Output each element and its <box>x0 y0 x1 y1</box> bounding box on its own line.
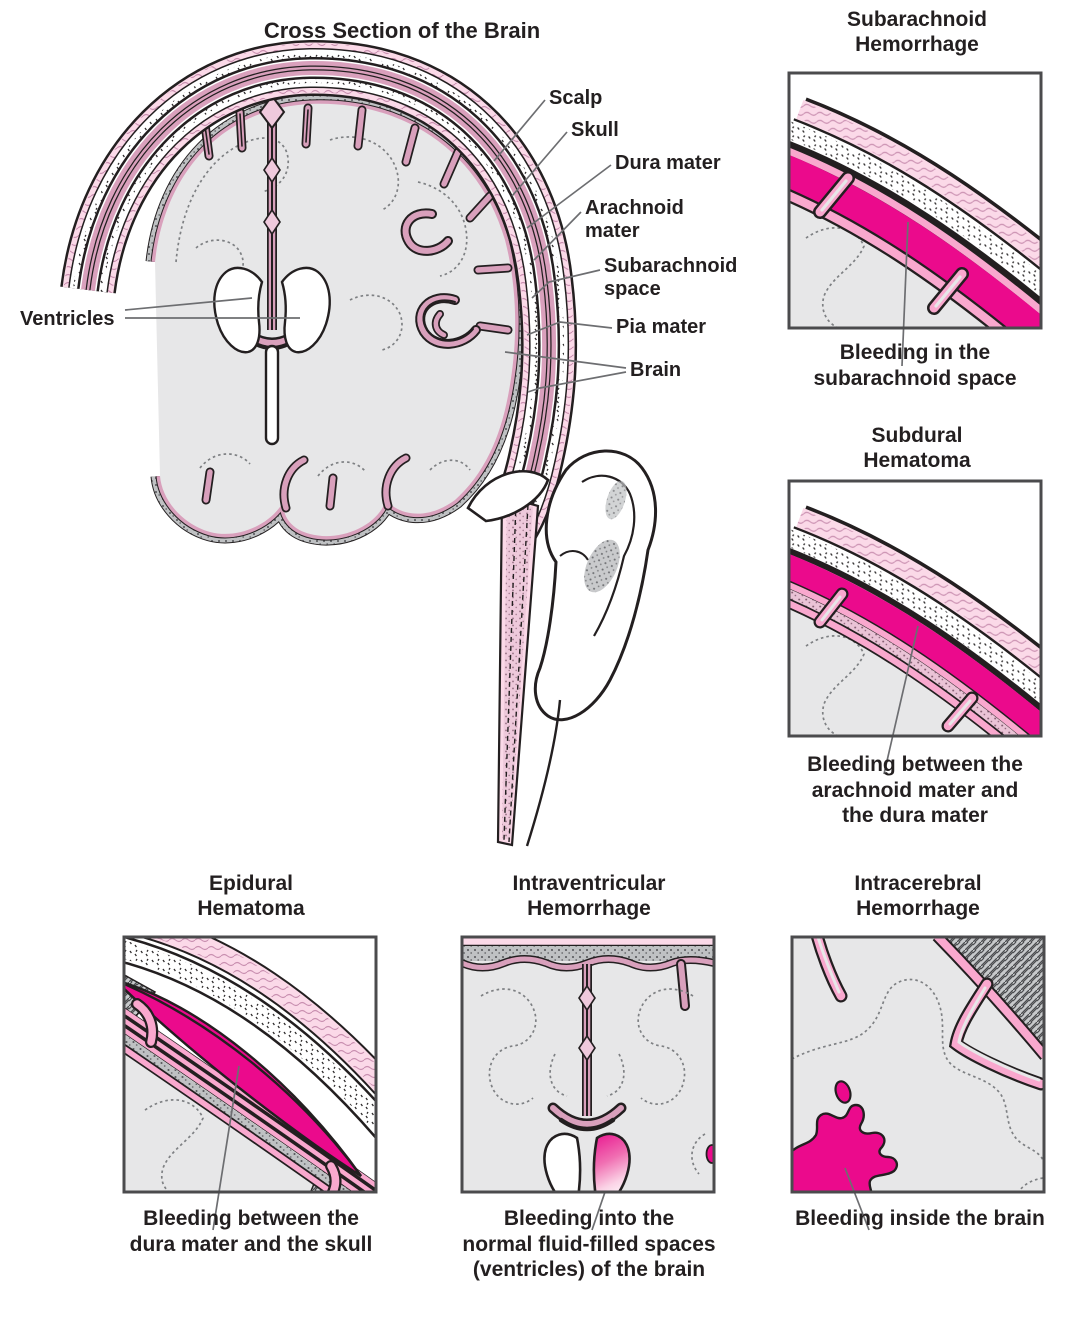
ear <box>525 449 657 847</box>
label-ventricles: Ventricles <box>20 308 115 330</box>
label-skull: Skull <box>571 119 619 141</box>
cortical-folds <box>279 208 481 513</box>
label-dura-mater: Dura mater <box>615 152 721 174</box>
scalp-strip <box>496 494 540 847</box>
subdural-hematoma-illustration <box>787 479 1043 775</box>
skull-base-crescent <box>466 470 550 523</box>
caption-subdural-hematoma: Bleeding between the arachnoid mater and… <box>807 753 1023 828</box>
intracerebral-hemorrhage-illustration <box>790 935 1046 1231</box>
panel-title-intraventricular-hemorrhage: Intraventricular Hemorrhage <box>512 872 666 920</box>
caption-subarachnoid-hemorrhage: Bleeding in the subarachnoid space <box>813 341 1017 390</box>
caption-intraventricular-hemorrhage: Bleeding into the normal fluid-filled sp… <box>462 1207 716 1282</box>
caption-intracerebral-hemorrhage: Bleeding inside the brain <box>795 1207 1045 1230</box>
label-pia-mater: Pia mater <box>616 316 707 338</box>
panel-title-epidural-hematoma: Epidural Hematoma <box>197 872 305 920</box>
label-subarachnoid-space: Subarachnoid space <box>604 255 738 300</box>
panel-title-subarachnoid-hemorrhage: Subarachnoid Hemorrhage <box>846 8 988 56</box>
label-scalp: Scalp <box>549 87 603 109</box>
sulci <box>200 103 513 511</box>
brain-cross-section-illustration <box>60 39 657 847</box>
subarachnoid-hemorrhage-illustration <box>787 71 1043 367</box>
leader-lines <box>124 99 627 393</box>
label-arachnoid-mater: Arachnoid mater <box>585 197 684 242</box>
panel-title-subdural-hematoma: Subdural Hematoma <box>863 424 971 472</box>
epidural-hematoma-illustration <box>122 935 378 1231</box>
caption-epidural-hematoma: Bleeding between the dura mater and the … <box>129 1207 373 1256</box>
label-brain: Brain <box>630 359 682 381</box>
main-figure-title: Cross Section of the Brain <box>263 18 541 43</box>
panel-title-intracerebral-hemorrhage: Intracerebral Hemorrhage <box>854 872 982 920</box>
intraventricular-hemorrhage-illustration <box>460 935 716 1231</box>
